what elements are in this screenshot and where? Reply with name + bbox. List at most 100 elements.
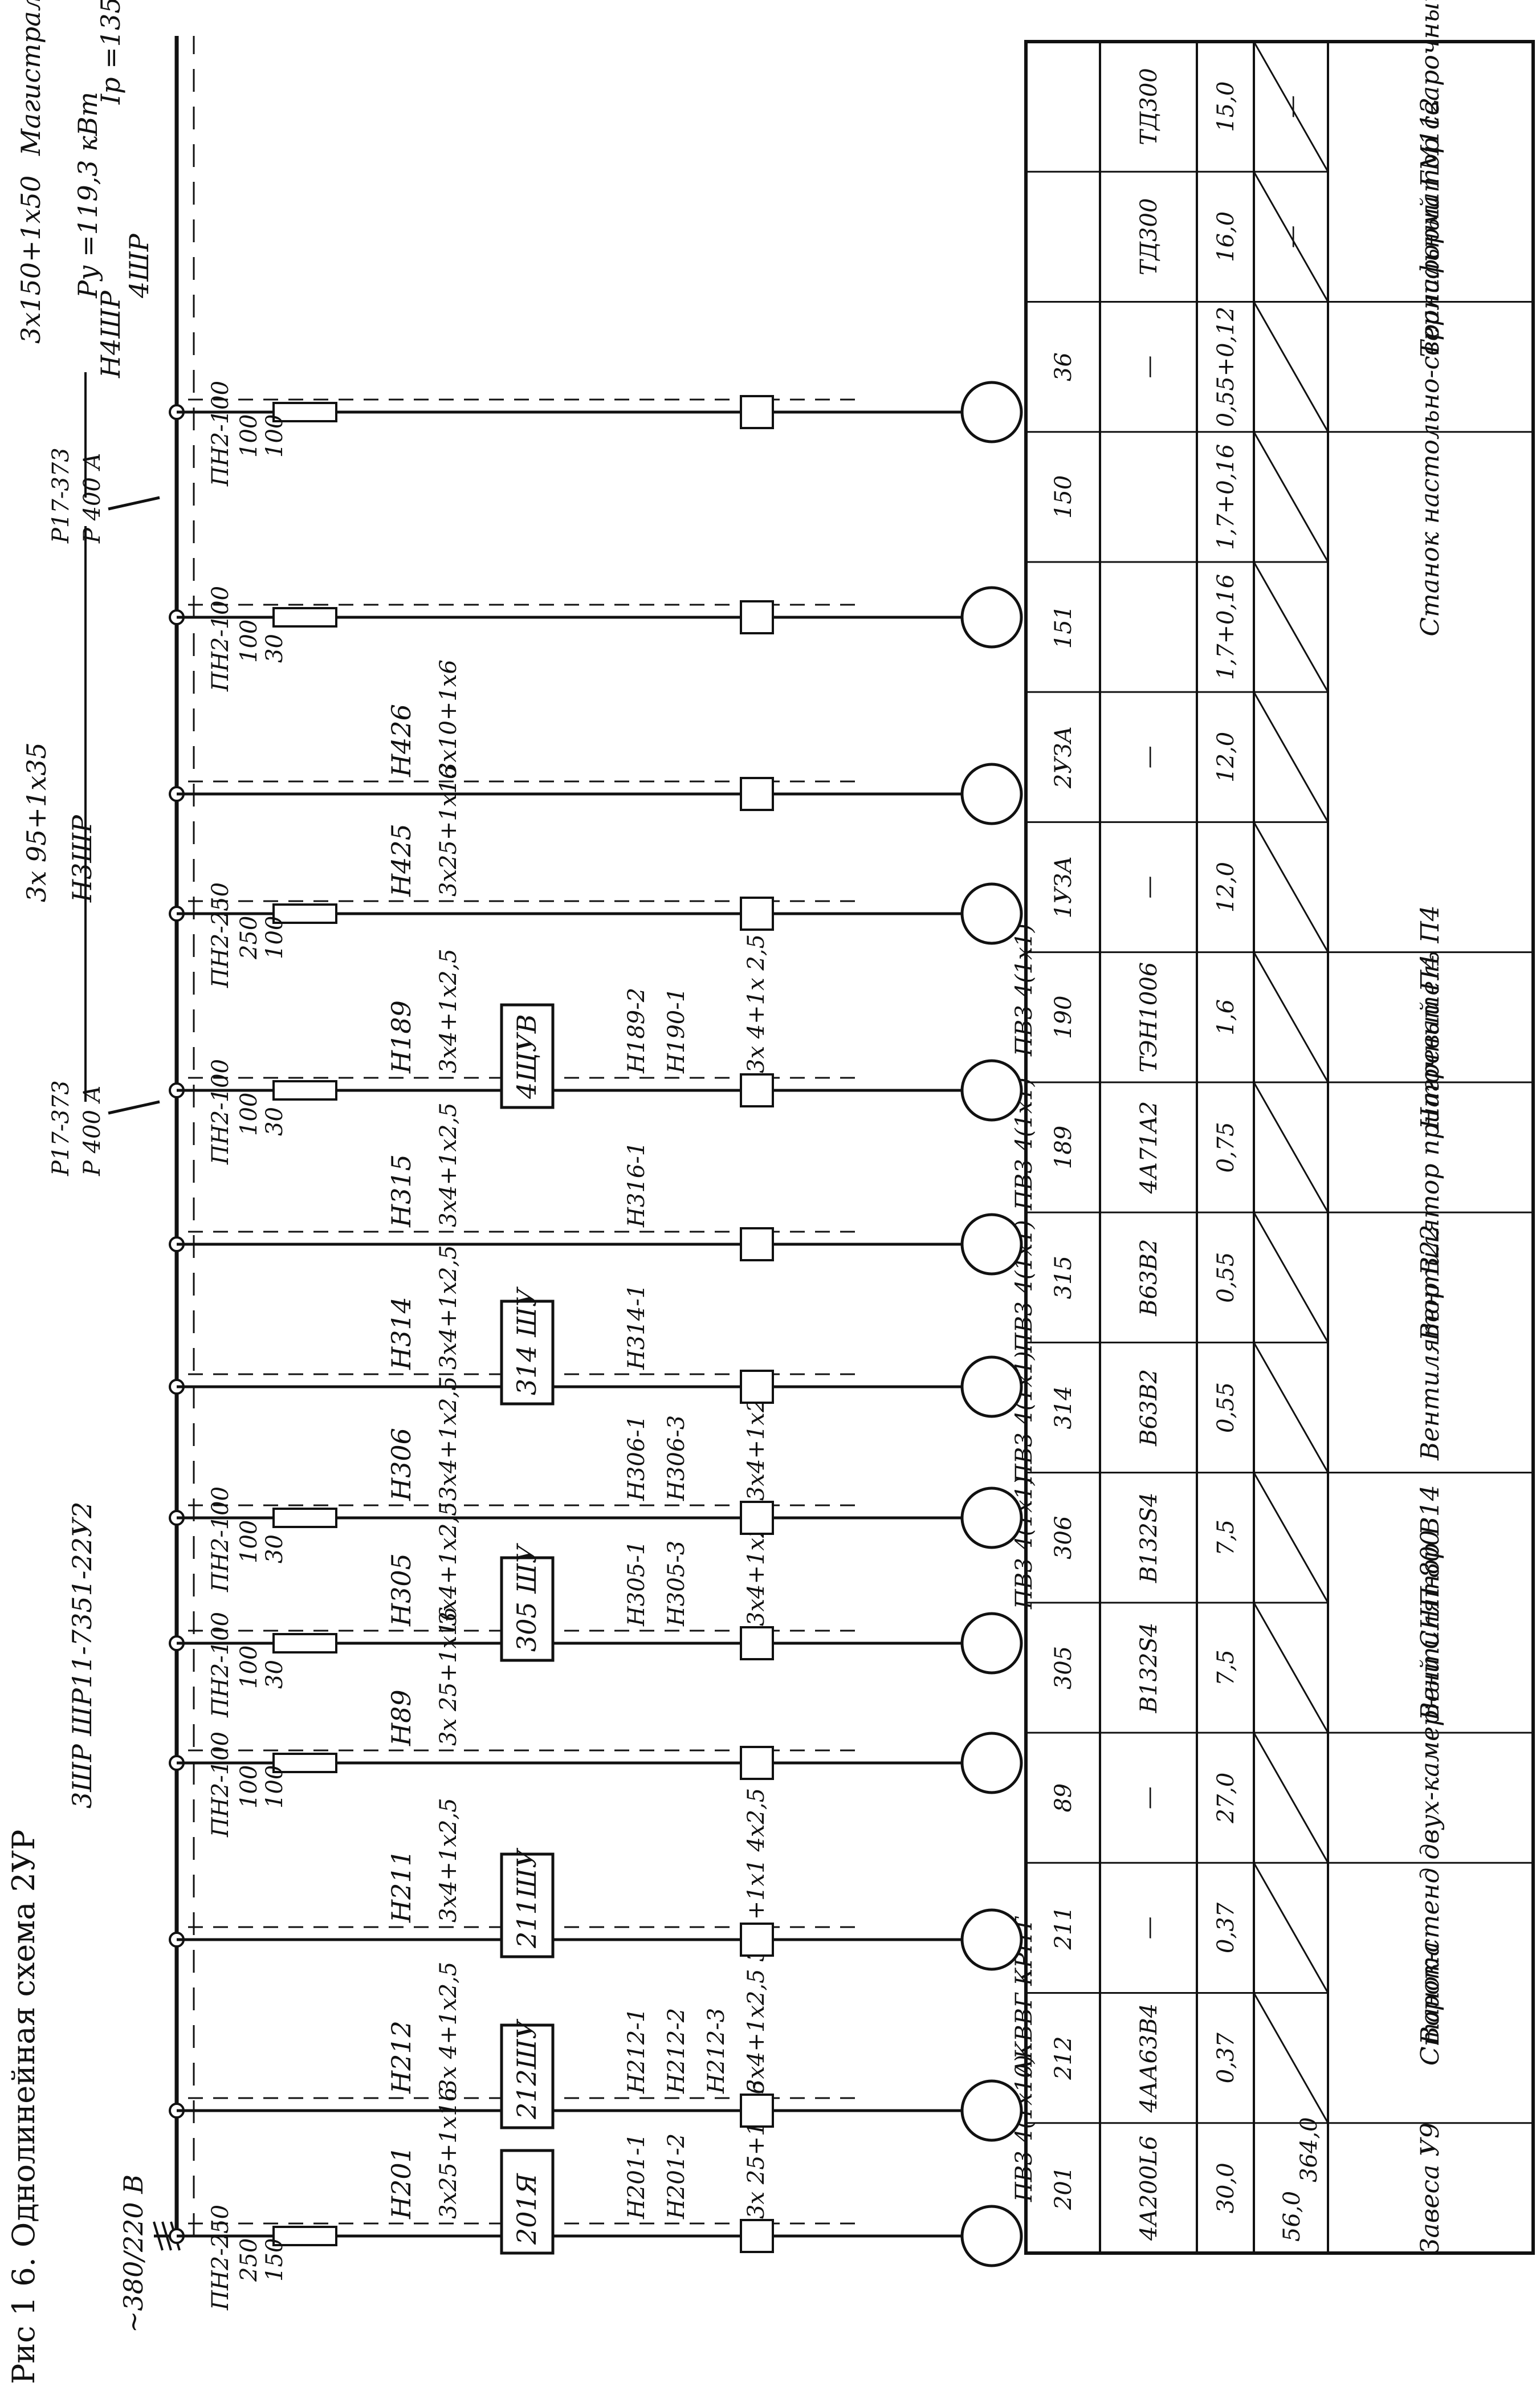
shr4-label: 4ШР [124, 233, 154, 299]
cable-spec: 3x4+1x2,5 [435, 1376, 462, 1501]
sub-line-id: Н316-1 [624, 1142, 650, 1228]
fuse-type: ПН2-100 [207, 1059, 234, 1165]
rated-power: 15,0 [1213, 82, 1239, 132]
fuse [272, 607, 337, 628]
rated-power: 0,37 [1213, 1902, 1239, 1953]
switch-b: Р17-373 Р 400 А [48, 372, 160, 544]
fuse-type: ПН2-100 [207, 381, 234, 487]
svg-text:Р17-373: Р17-373 [48, 447, 74, 544]
n3shr-label: Н3ШР [67, 814, 97, 903]
rated-power: 16,0 [1213, 211, 1239, 262]
fuse-insert: 30 [262, 634, 288, 663]
equipment-number: 189 [1050, 1126, 1077, 1169]
cabinet-label: 3ШР ШР11-7351-22У2 [67, 1501, 97, 1809]
cable-spec: 3x4+1x2,5 [435, 1798, 462, 1923]
line-id: Н425 [386, 824, 417, 897]
line-id: Н189 [386, 1000, 417, 1074]
equipment-name: Трансформатор сварочный [1416, 0, 1445, 357]
rated-power: 12,0 [1213, 732, 1239, 783]
motor-type: 4А200L6 [1136, 2136, 1162, 2241]
fuse-type: ПН2-100 [207, 586, 234, 692]
sub-line-id: Н305-3 [663, 1541, 690, 1627]
equipment-number: 211 [1050, 1906, 1077, 1950]
sub-line-id: Н306-1 [624, 1415, 650, 1501]
fuse-rating: 250 [236, 916, 262, 960]
equipment-name: Вентилятор В14 [1416, 1485, 1445, 1721]
figure-caption: Рис 1 6. Однолинейная схема 2УР [6, 1830, 42, 2384]
motor-type: — [1136, 746, 1162, 768]
cable-spec: 3x25+1x16 [435, 765, 462, 897]
rated-power: 0,37 [1213, 2033, 1239, 2084]
fuse-rating: 100 [236, 620, 262, 663]
equipment-number: 36 [1050, 352, 1077, 381]
motor-type: — [1136, 1786, 1162, 1809]
motor-type: В63В2 [1136, 1369, 1162, 1447]
starter [740, 600, 774, 634]
rated-power: 1,6 [1213, 999, 1239, 1036]
rated-power: 7,5 [1213, 1650, 1239, 1686]
svg-text:Р17-373: Р17-373 [48, 1080, 74, 1176]
sub-line-id: Н212-2 [663, 2008, 690, 2094]
sub-cable-spec: 3x 4+1x 2,5 [743, 934, 769, 1073]
equipment-number: 1УЗА [1050, 856, 1077, 919]
control-box [500, 1852, 555, 1958]
motor-symbol [960, 1612, 1023, 1675]
svg-text:Р 400 А: Р 400 А [79, 453, 105, 544]
rated-power: 0,55 [1213, 1382, 1239, 1433]
trunk-cable: 3x150+1x50 [15, 176, 46, 344]
equipment-number: 151 [1050, 605, 1077, 649]
equipment-name: Завеса У9 [1416, 2123, 1445, 2254]
equipment-number: 314 [1050, 1386, 1077, 1429]
equipment-name: Нагреватель П4 [1416, 905, 1445, 1130]
equipment-number: 212 [1050, 2036, 1077, 2080]
line-id: Н426 [386, 704, 417, 777]
sub-line-id: Н201-1 [624, 2133, 650, 2219]
equipment-name: Станок настольно-сверлильный ГМ112 [1416, 97, 1445, 637]
motor-symbol [960, 882, 1023, 945]
motor-symbol [960, 1486, 1023, 1549]
motor-type: В132S4 [1136, 1492, 1162, 1583]
fuse-insert: 30 [262, 1534, 288, 1563]
motor-symbol [960, 381, 1023, 443]
rated-power: 27,0 [1213, 1773, 1239, 1824]
box-label: 201Я [511, 2173, 542, 2245]
motor-type: В63В2 [1136, 1239, 1162, 1317]
line-id: Н306 [386, 1428, 417, 1501]
motor-symbol [960, 2205, 1023, 2267]
fuse [272, 1753, 337, 1773]
sub-line-id: Н212-3 [703, 2008, 730, 2094]
fuse-insert: 30 [262, 1107, 288, 1136]
fuse-type: ПН2-100 [207, 1612, 234, 1718]
equipment-name: Ворота [1416, 1941, 1445, 2045]
cable-spec: 3x4+1x2,5 [435, 1501, 462, 1626]
installed-power: Pу =119,3 кВт [72, 92, 103, 299]
equipment-name: Вентилятор В22 [1416, 1225, 1445, 1461]
fuse-insert: 150 [262, 2238, 288, 2282]
rated-power: 0,55+0,12 [1213, 307, 1239, 427]
rated-power: 1,7+0,16 [1213, 444, 1239, 550]
fuse [272, 1080, 337, 1101]
equipment-number: 190 [1050, 996, 1077, 1039]
fuse-insert: 100 [262, 414, 288, 458]
motor-symbol [960, 586, 1023, 649]
fuse-type: ПН2-100 [207, 1732, 234, 1838]
sub-line-id: Н306-3 [663, 1415, 690, 1501]
line-id: Н89 [386, 1689, 417, 1746]
sub-line-id: Н212-1 [624, 2008, 650, 2094]
equipment-number: 305 [1050, 1646, 1077, 1689]
starter [740, 1626, 774, 1660]
equipment-name: Вентилятор приточный П4 [1416, 954, 1445, 1342]
motor-type: — [1136, 356, 1162, 378]
fuse-rating: 250 [236, 2238, 262, 2282]
motor-symbol [960, 1059, 1023, 1122]
cable-spec: 3x 25+1x16 [435, 1607, 462, 1746]
control-box [500, 1300, 555, 1406]
fuse-rating: 100 [236, 1093, 262, 1136]
fuse-type: ПН2-100 [207, 1486, 234, 1593]
